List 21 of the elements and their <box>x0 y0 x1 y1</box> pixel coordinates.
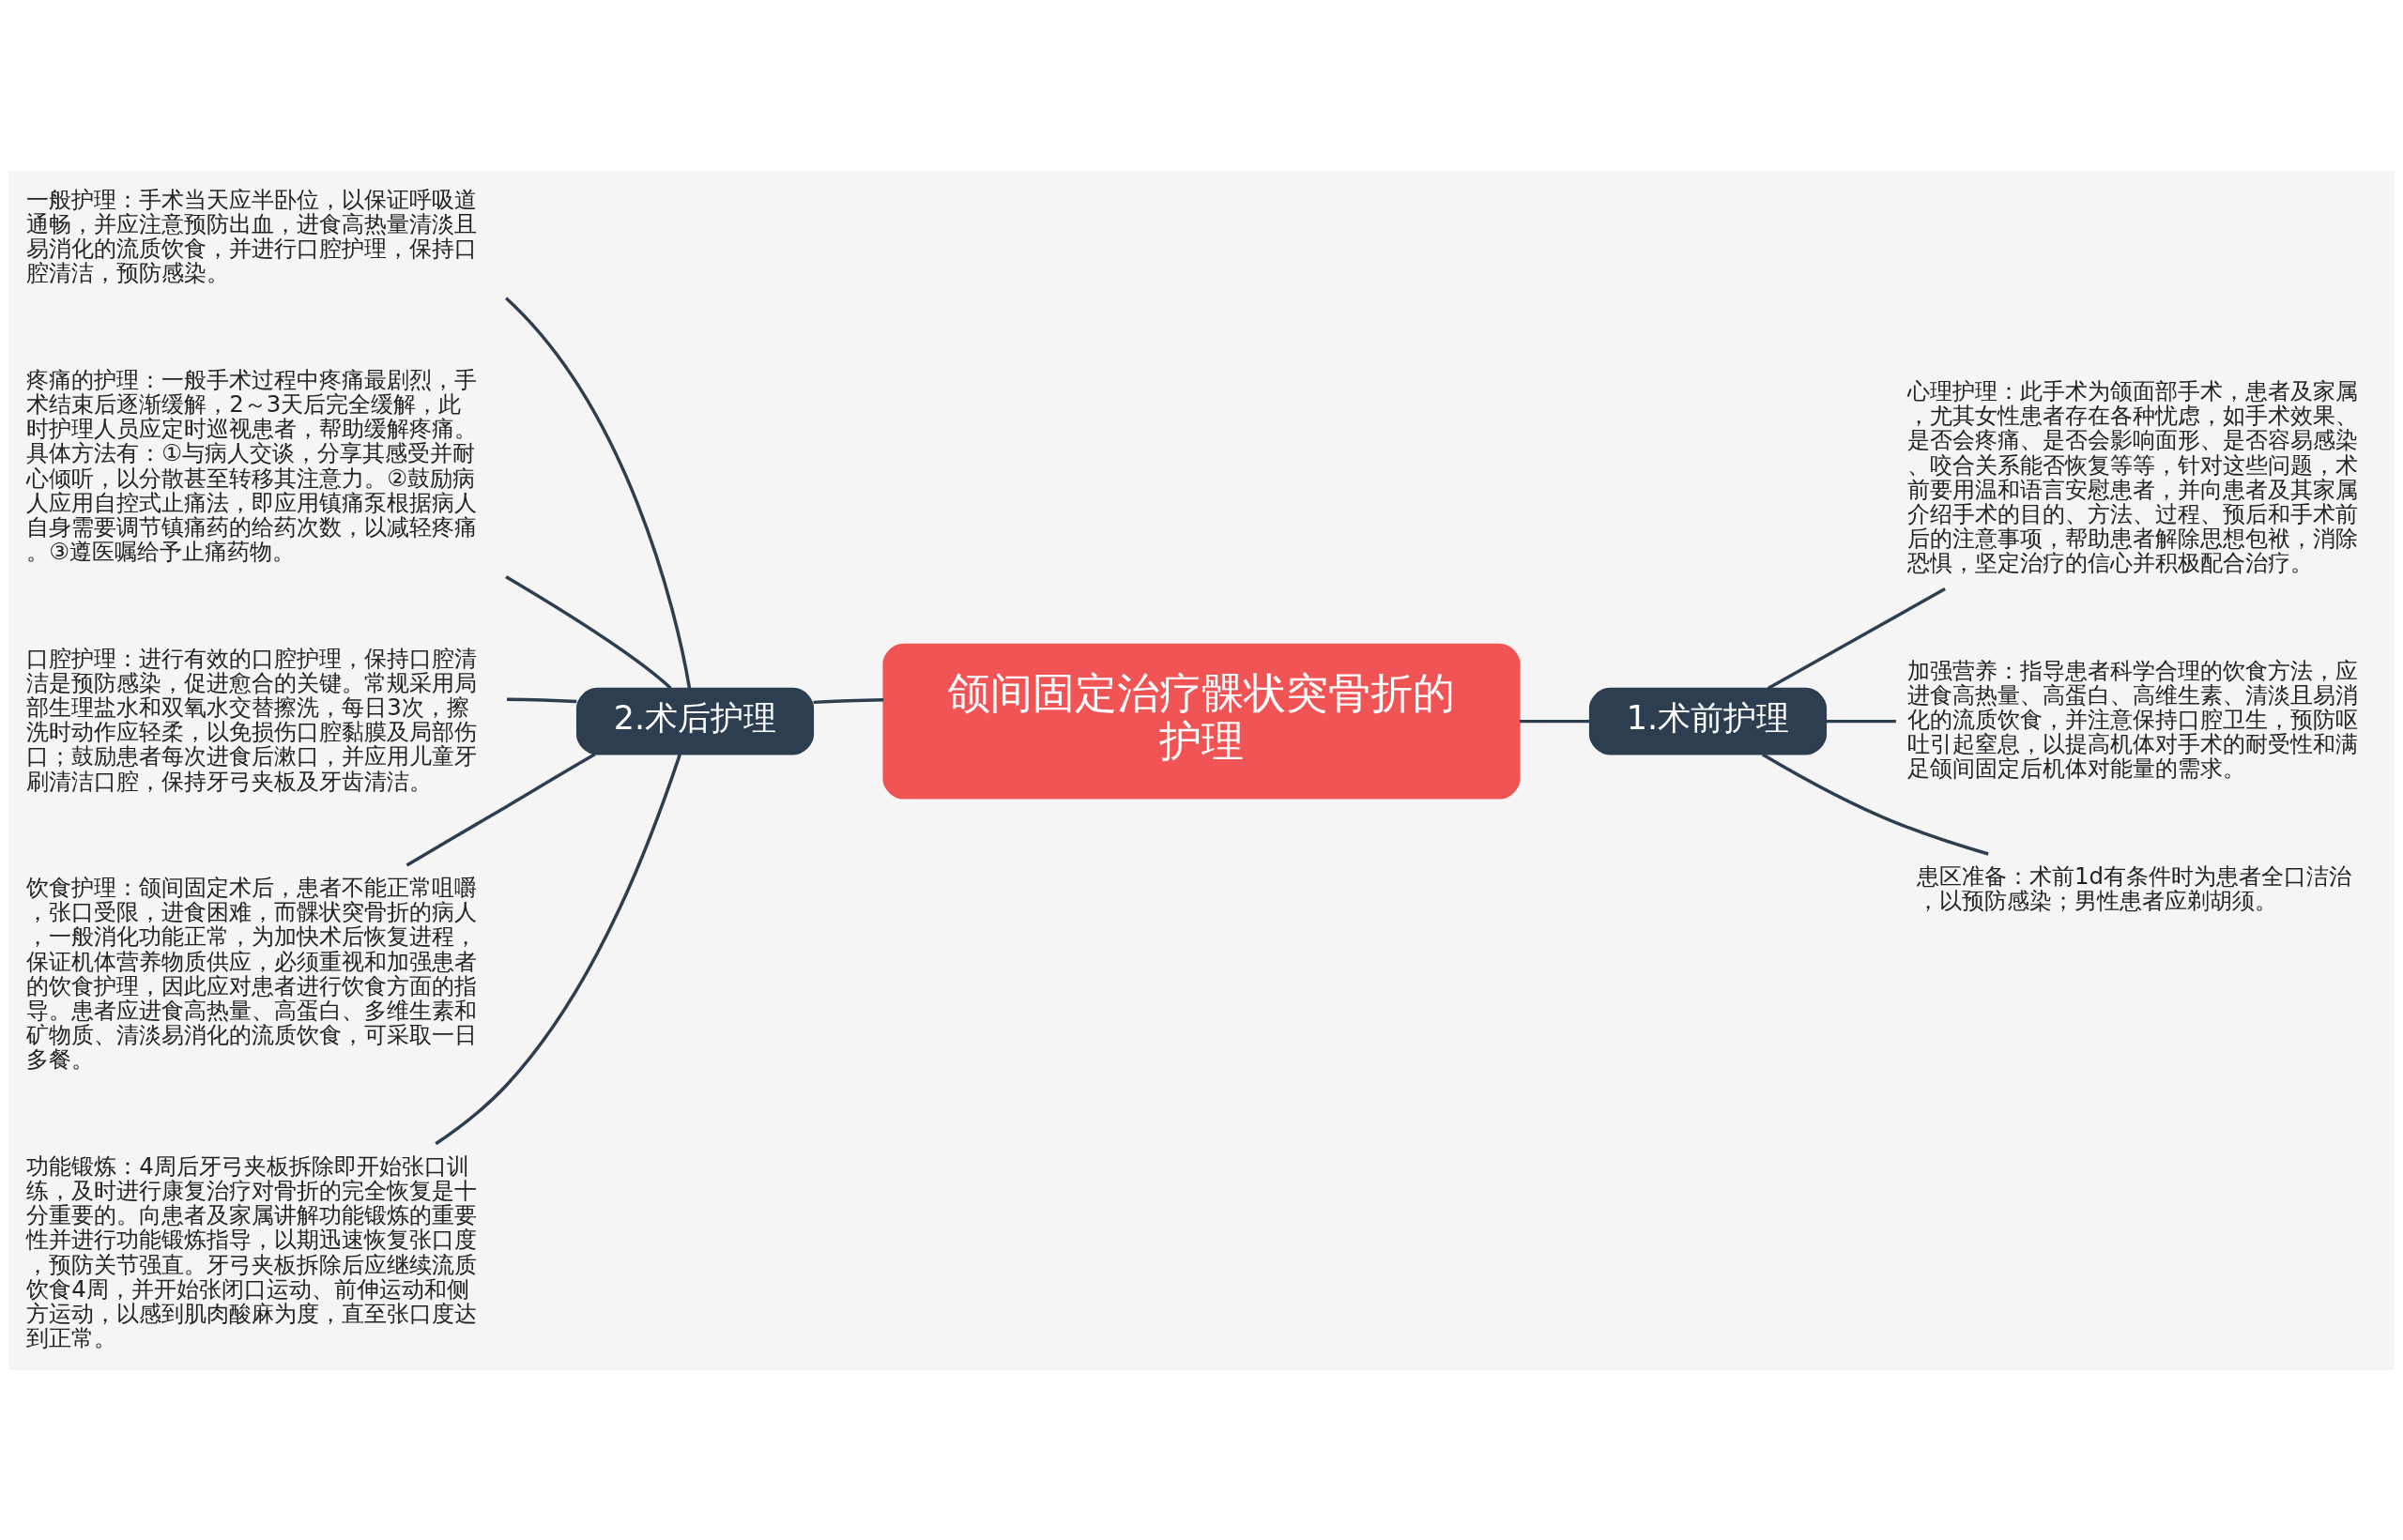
node-box: 颌间固定治疗髁状突骨折的护理 <box>882 643 1521 800</box>
connector <box>505 574 672 689</box>
connector <box>1826 719 1896 723</box>
connector <box>813 697 884 704</box>
node-text: 患区准备：术前1d有条件时为患者全口洁治，以预防感染；男性患者应剃胡须。 <box>1917 861 2352 914</box>
node-text: 饮食护理：颌间固定术后，患者不能正常咀嚼，张口受限，进食困难，而髁状突骨折的病人，一般消化功能正常，为加快术后恢复进程，保证机体营养物质供应，必须重视和加强患者的饮食护理，因此应对患者进行饮食方面的指导。患者应进食高热量、高蛋白、多维生素和矿物质、清淡易消化的流质饮食，可采取一日多餐。 <box>26 873 478 1073</box>
connector <box>406 752 596 866</box>
connector <box>435 753 681 1145</box>
connector <box>1762 752 1989 856</box>
connector <box>507 697 577 703</box>
node-text: 加强营养：指导患者科学合理的饮食方法，应进食高热量、高蛋白、高维生素、清淡且易消化的流质饮食，并注意保持口腔卫生，预防呕吐引起窒息，以提高机体对手术的耐受性和满足颌间固定后机体对能量的需求。 <box>1907 656 2359 782</box>
node-text: 心理护理：此手术为颌面部手术，患者及家属，尤其女性患者存在各种忧虑，如手术效果、是否会疼痛、是否会影响面形、是否容易感染、咬合关系能否恢复等等，针对这些问题，术前要用温和语言安慰患者，并向患者及其家属介绍手术的目的、方法、过程、预后和手术前后的注意事项，帮助患者解除思想包袱，消除恐惧，坚定治疗的信心并积极配合治疗。 <box>1907 376 2359 576</box>
connector <box>1767 587 1946 690</box>
node-text: 口腔护理：进行有效的口腔护理，保持口腔清洁是预防感染，促进愈合的关键。常规采用局部生理盐水和双氧水交替擦洗，每日3次，擦洗时动作应轻柔，以免损伤口腔黏膜及局部伤口；鼓励患者每次进食后漱口，并应用儿童牙刷清洁口腔，保持牙弓夹板及牙齿清洁。 <box>26 644 478 795</box>
node-text: 一般护理：手术当天应半卧位，以保证呼吸道通畅，并应注意预防出血，进食高热量清淡且易消化的流质饮食，并进行口腔护理，保持口腔清洁，预防感染。 <box>26 185 478 286</box>
node-text: 功能锻炼：4周后牙弓夹板拆除即开始张口训练，及时进行康复治疗对骨折的完全恢复是十分重要的。向患者及家属讲解功能锻炼的重要性并进行功能锻炼指导，以期迅速恢复张口度，预防关节强直。牙弓夹板拆除后应继续流质饮食4周，并开始张闭口运动、前伸运动和侧方运动，以感到肌肉酸麻为度，直至张口度达到正常。 <box>26 1151 478 1351</box>
connector <box>1519 719 1590 723</box>
connector <box>504 296 692 689</box>
node-box: 1.术前护理 <box>1588 687 1828 755</box>
node-text: 疼痛的护理：一般手术过程中疼痛最剧烈，手术结束后逐渐缓解，2～3天后完全缓解，此时护理人员应定时巡视患者，帮助缓解疼痛。具体方法有：①与病人交谈，分享其感受并耐心倾听，以分散甚至转移其注意力。②鼓励病人应用自控式止痛法，即应用镇痛泵根据病人自身需要调节镇痛药的给药次数，以减轻疼痛。③遵医嘱给予止痛药物。 <box>26 365 478 565</box>
node-box: 2.术后护理 <box>575 687 815 755</box>
